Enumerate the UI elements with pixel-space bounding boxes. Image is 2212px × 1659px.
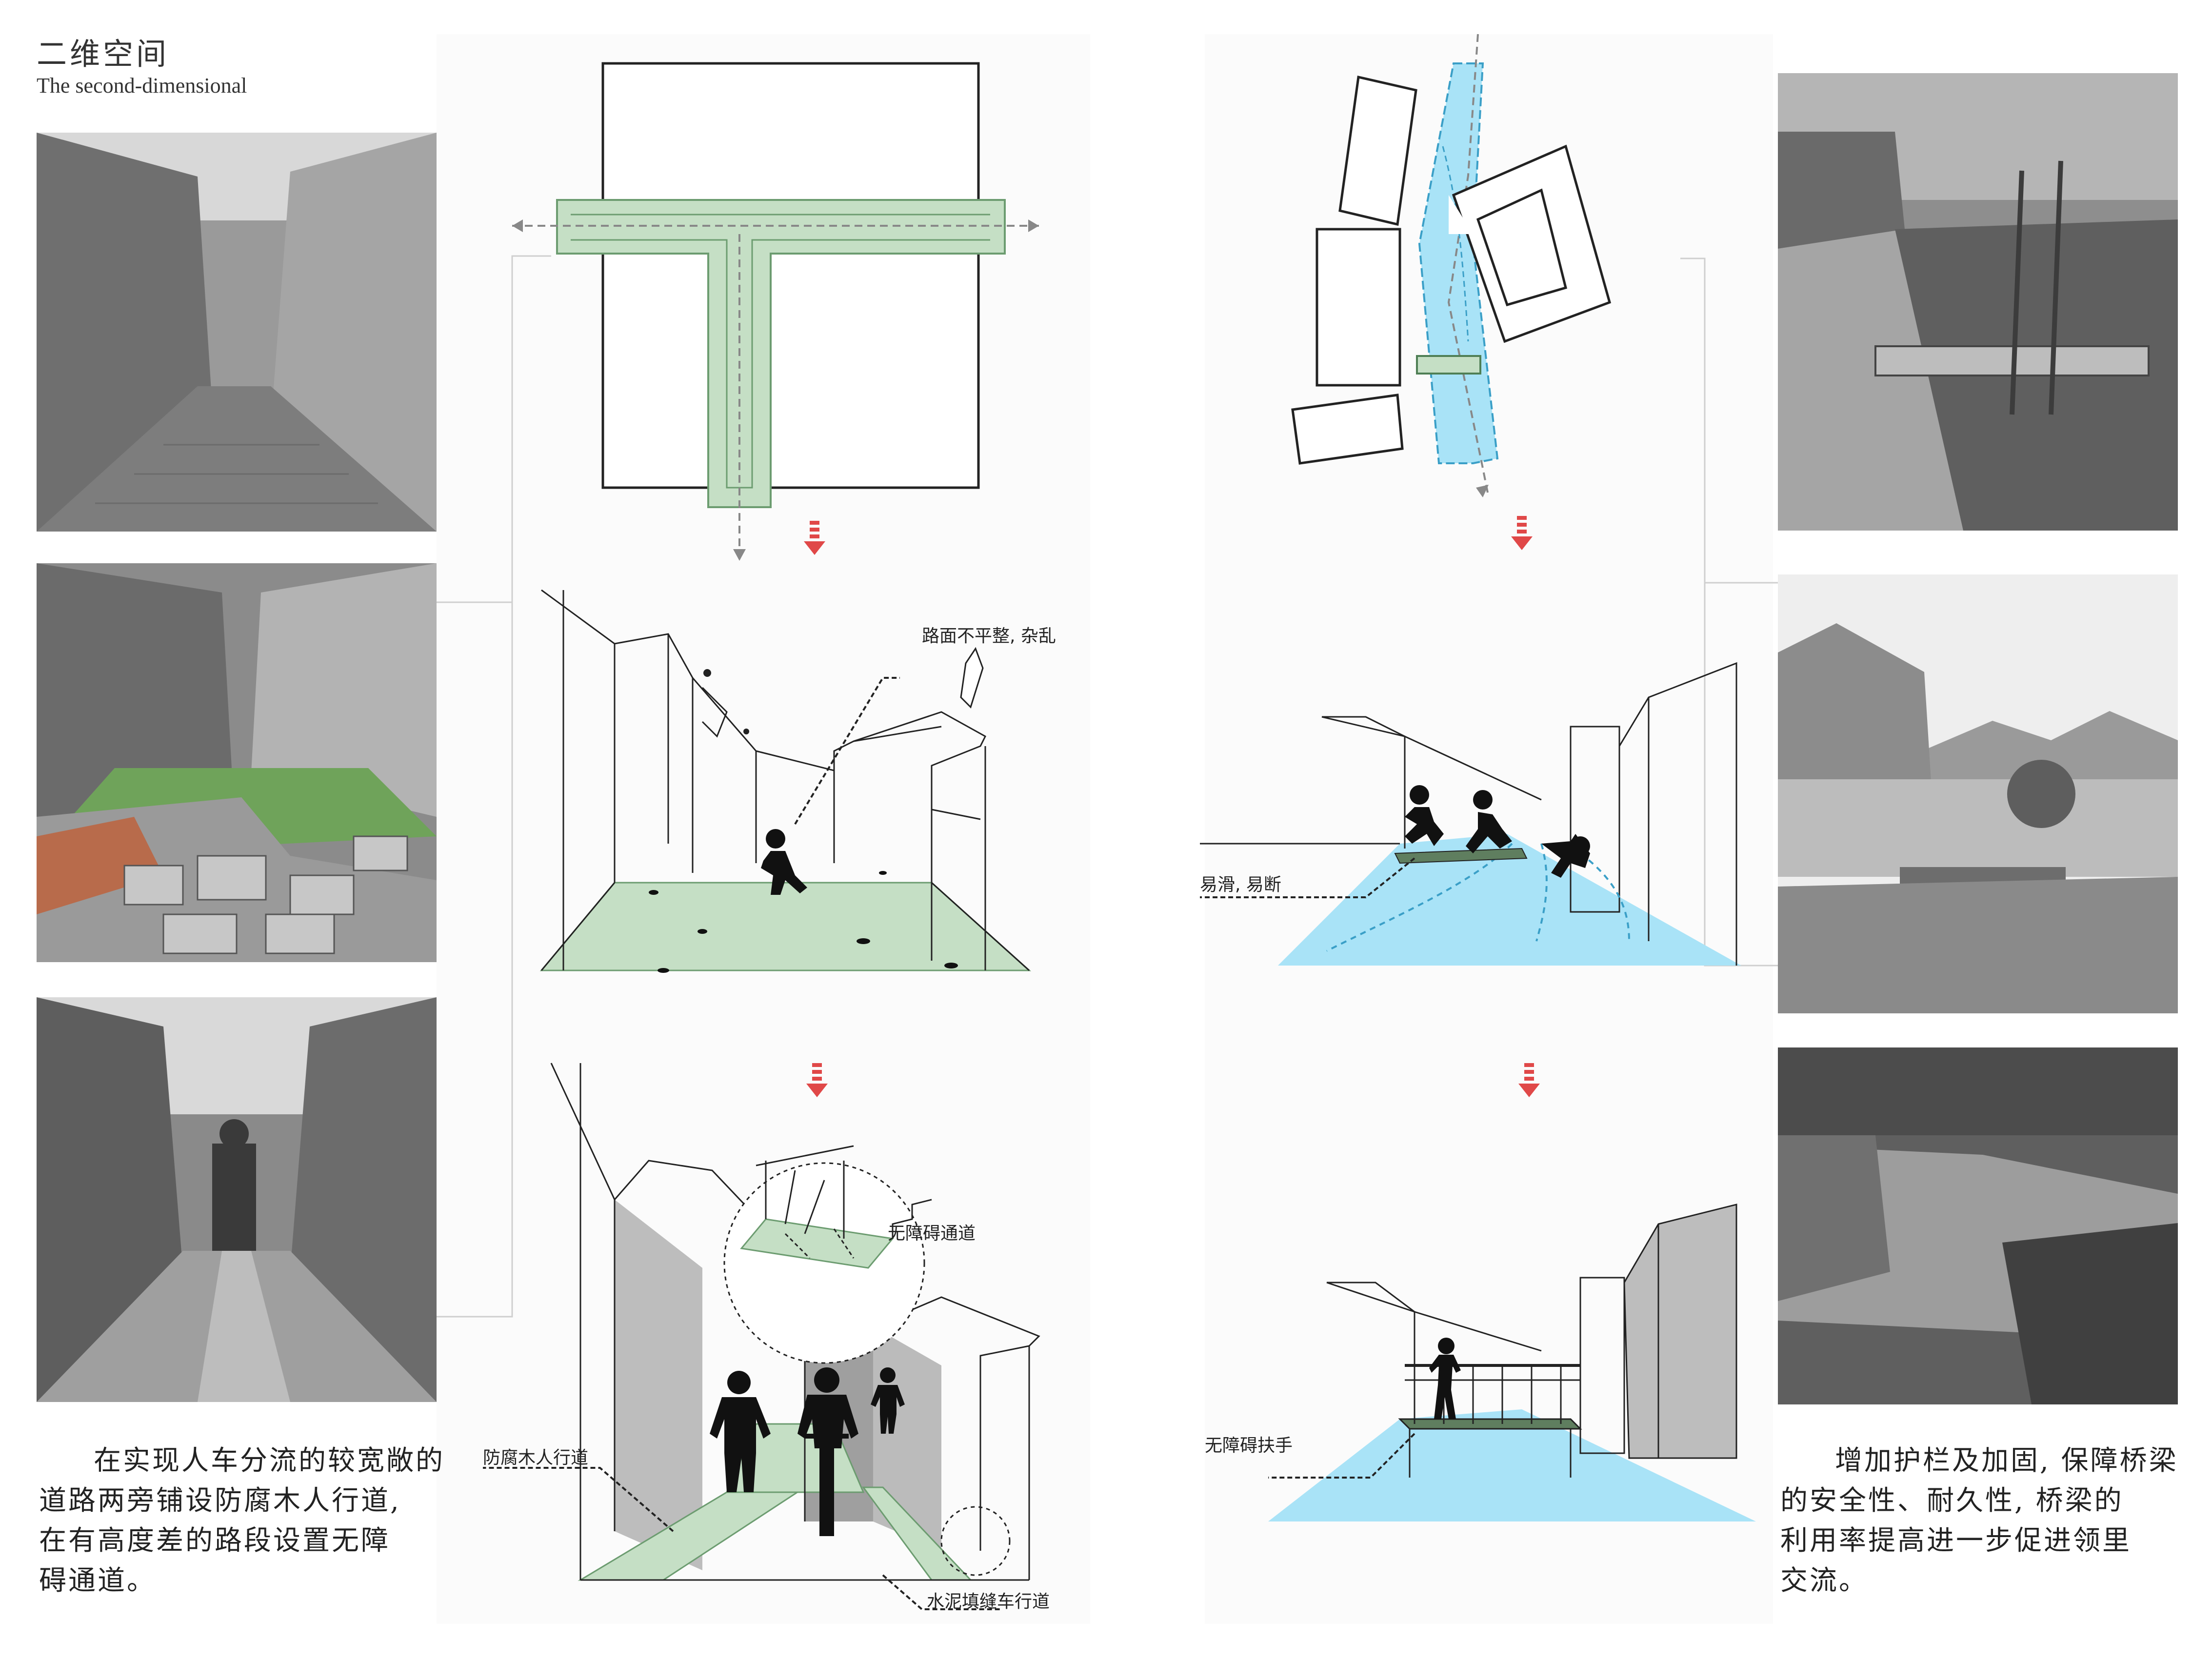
photo-concrete-bridge (1778, 1047, 2178, 1404)
right-description: 增加护栏及加固, 保障桥梁 的安全性、耐久性, 桥梁的 利用率提高进一步促进领里… (1780, 1441, 2200, 1601)
label-road-uneven: 路面不平整, 杂乱 (922, 626, 1056, 646)
green-walkway (556, 199, 1006, 508)
alley-perspective-solution (483, 1063, 1040, 1610)
alley-perspective-problem (539, 589, 1031, 973)
left-description: 在实现人车分流的较宽敞的 道路两旁铺设防腐木人行道, 在有高度差的路段设置无障 … (39, 1441, 449, 1601)
down-arrow-red (806, 1063, 828, 1097)
t-junction-plan (512, 62, 1039, 561)
label-cement-lane: 水泥填缝车行道 (927, 1592, 1050, 1612)
pedestrian-icon (710, 1371, 771, 1492)
label-wood-walkway: 防腐木人行道 (483, 1448, 589, 1468)
down-arrow-red (1511, 516, 1533, 550)
stream-plan (1291, 34, 1612, 550)
label-slippery: 易滑, 易断 (1200, 875, 1281, 895)
right-description-line: 增加护栏及加固, 保障桥梁 (1835, 1445, 2178, 1477)
slipping-people-icons (1405, 785, 1590, 878)
right-description-line: 交流。 (1780, 1565, 1868, 1597)
bridge-perspective-problem (1200, 662, 1741, 966)
plank-bridge (1394, 848, 1528, 864)
plank-bridge (1416, 355, 1481, 375)
down-arrow-red (804, 521, 825, 555)
handrail-bridge (1398, 1364, 1582, 1478)
bridge-perspective-solution (1268, 1204, 1756, 1521)
photo-alley-rubble (37, 563, 437, 962)
right-description-line: 利用率提高进一步促进领里 (1780, 1525, 2132, 1557)
ridge-ornament (960, 647, 984, 709)
down-arrow-red (1518, 1063, 1540, 1097)
cyclist-icon (797, 1367, 858, 1536)
photo-alley-walls (37, 133, 437, 532)
label-handrail: 无障碍扶手 (1205, 1436, 1293, 1456)
photo-bridge-mountains (1778, 574, 2178, 1013)
left-description-line: 碍通道。 (39, 1565, 156, 1597)
photo-alley-motorbike (37, 997, 437, 1402)
falling-person-icon (761, 829, 807, 895)
pedestrian-icon (871, 1367, 905, 1434)
left-description-line: 在实现人车分流的较宽敞的 (94, 1445, 445, 1477)
photo-stream-bridge (1778, 73, 2178, 531)
left-description-line: 在有高度差的路段设置无障 (39, 1525, 390, 1557)
page-title: 二维空间 (37, 36, 170, 72)
person-holding-rail-icon (1429, 1338, 1461, 1419)
left-description-line: 道路两旁铺设防腐木人行道, (39, 1485, 401, 1517)
page-subtitle: The second-dimensional (37, 74, 247, 98)
barrier-free-detail (740, 1145, 932, 1269)
label-barrier-free-passage: 无障碍通道 (888, 1224, 976, 1244)
right-description-line: 的安全性、耐久性, 桥梁的 (1780, 1485, 2124, 1517)
building-block (601, 62, 980, 489)
